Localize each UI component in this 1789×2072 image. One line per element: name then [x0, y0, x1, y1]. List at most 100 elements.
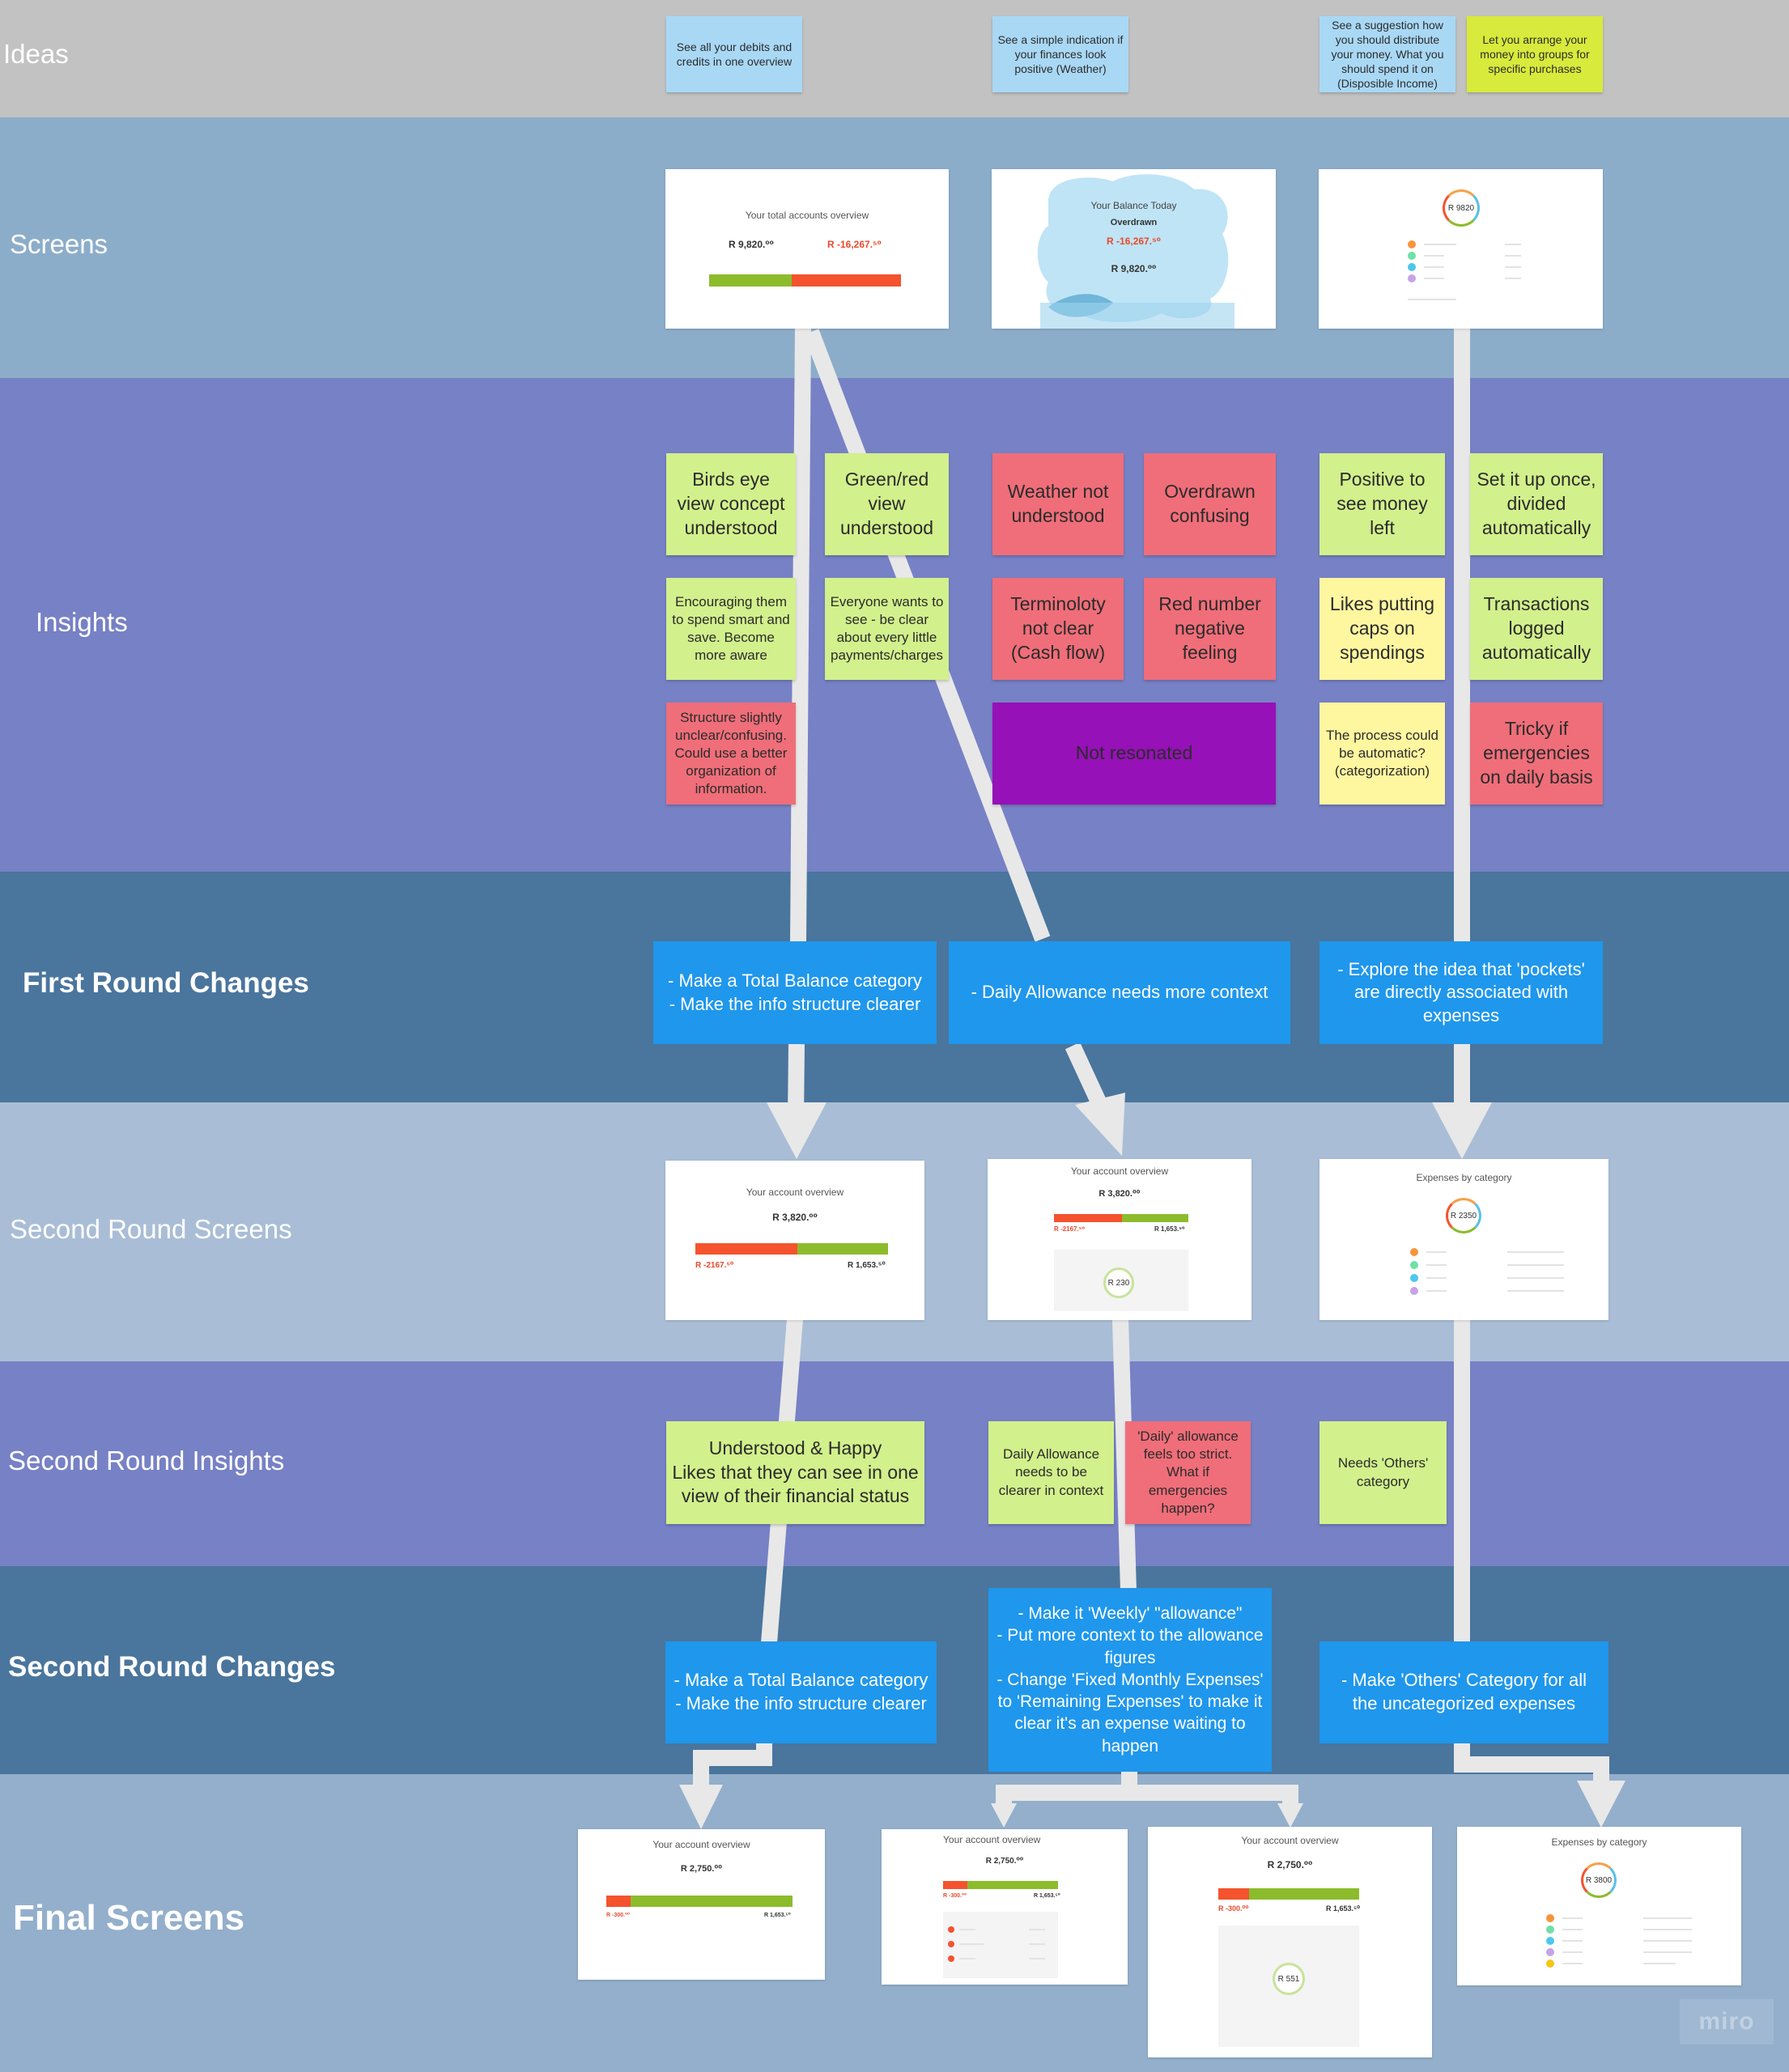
insight-process-automatic: The process could be automatic? (categor…	[1319, 703, 1445, 805]
expense-row	[948, 1955, 1053, 1964]
first-change-total-balance: - Make a Total Balance category - Make t…	[653, 941, 937, 1044]
screen-title: Your account overview	[746, 1187, 844, 1198]
category-row	[1546, 1959, 1741, 1968]
label-insights: Insights	[36, 607, 128, 637]
screen-bar-green	[631, 1896, 793, 1907]
category-row	[1408, 263, 1603, 271]
screen-amount-left: R 9,820.⁰⁰	[729, 239, 774, 250]
screen-title: Your Balance Today	[1090, 200, 1177, 211]
second-screen-account-overview: Your account overview R 3,820.⁰⁰ R -2167…	[665, 1161, 924, 1320]
screen-disposable-income: R 9820	[1319, 169, 1603, 329]
second-insight-too-strict: 'Daily' allowance feels too strict. What…	[1125, 1421, 1251, 1524]
category-row	[1546, 1948, 1741, 1956]
screen-bar-green	[967, 1881, 1058, 1889]
screen-footer-line	[1408, 299, 1456, 300]
screen-left-amount: R -300.⁰⁰	[606, 1913, 631, 1918]
insight-not-resonated: Not resonated	[992, 703, 1276, 805]
screen-amount: R 2,750.⁰⁰	[1267, 1859, 1313, 1870]
screen-bar-red	[1218, 1888, 1249, 1900]
screen-amount: R 3,820.⁰⁰	[772, 1212, 818, 1223]
allowance-ring: R 230	[1103, 1267, 1134, 1298]
second-insight-others-category: Needs 'Others' category	[1319, 1421, 1447, 1524]
insight-red-number: Red number negative feeling	[1144, 578, 1276, 680]
insight-caps-on-spendings: Likes putting caps on spendings	[1319, 578, 1445, 680]
insight-set-up-once: Set it up once, divided automatically	[1470, 453, 1603, 555]
screen-bar-red	[1054, 1214, 1122, 1222]
screen-status: Overdrawn	[1110, 218, 1158, 227]
miro-watermark: miro	[1680, 1999, 1774, 2044]
second-insight-daily-allowance: Daily Allowance needs to be clearer in c…	[988, 1421, 1114, 1524]
insight-overdrawn-confusing: Overdrawn confusing	[1144, 453, 1276, 555]
label-first-changes: First Round Changes	[23, 967, 309, 999]
first-change-pockets: - Explore the idea that 'pockets' are di…	[1319, 941, 1603, 1044]
screen-balance-today-weather: Your Balance Today Overdrawn R -16,267.⁵…	[992, 169, 1276, 329]
screen-title: Expenses by category	[1416, 1172, 1512, 1183]
weather-cloud-shape	[1037, 174, 1234, 329]
label-screens: Screens	[10, 229, 108, 259]
screen-right-amount: R 1,653.⁵⁰	[1154, 1225, 1185, 1233]
insight-green-red-view: Green/red view understood	[825, 453, 949, 555]
expense-row	[948, 1941, 1053, 1949]
screen-title: Your account overview	[652, 1839, 750, 1850]
screen-left-amount: R -2167.⁵⁰	[695, 1261, 734, 1270]
category-row	[1546, 1914, 1741, 1922]
screen-amount: R 9,820.⁰⁰	[1111, 263, 1157, 274]
screen-total-accounts-overview: Your total accounts overview R 9,820.⁰⁰ …	[665, 169, 949, 329]
screen-amount: R 2,750.⁰⁰	[680, 1864, 723, 1874]
allowance-ring: R 551	[1273, 1963, 1305, 1995]
insight-tricky-emergencies: Tricky if emergencies on daily basis	[1470, 703, 1603, 805]
label-ideas: Ideas	[3, 39, 69, 69]
label-second-screens: Second Round Screens	[10, 1214, 292, 1244]
idea-note-overview: See all your debits and credits in one o…	[666, 16, 802, 92]
screen-bar-green	[709, 274, 792, 287]
screen-bar-red	[943, 1881, 967, 1889]
final-screen-account-overview: Your account overview R 2,750.⁰⁰ R -300.…	[578, 1829, 825, 1980]
category-row	[1546, 1937, 1741, 1945]
screen-bar-green	[797, 1243, 888, 1255]
screen-ring: R 3800	[1581, 1862, 1617, 1898]
screen-amount: R 3,820.⁰⁰	[1098, 1189, 1141, 1199]
screen-title: Expenses by category	[1551, 1836, 1647, 1848]
second-change-weekly-allowance: - Make it 'Weekly' "allowance" - Put mor…	[988, 1588, 1272, 1772]
screen-amount: R 2,750.⁰⁰	[985, 1857, 1024, 1866]
insight-weather-not-understood: Weather not understood	[992, 453, 1124, 555]
final-screen-account-list: Your account overview R 2,750.⁰⁰ R -300.…	[882, 1829, 1128, 1985]
expense-list-panel	[943, 1912, 1058, 1978]
idea-note-weather: See a simple indication if your finances…	[992, 16, 1128, 92]
second-screen-account-allowance: Your account overview R 3,820.⁰⁰ R -2167…	[988, 1159, 1251, 1320]
expense-row	[948, 1926, 1053, 1934]
screen-bar-red	[695, 1243, 797, 1255]
screen-bar-red	[792, 274, 901, 287]
category-row	[1408, 240, 1603, 248]
screen-right-amount: R 1,653.⁵⁰	[764, 1913, 791, 1918]
label-final-screens: Final Screens	[13, 1898, 245, 1938]
screen-bar-green	[1122, 1214, 1188, 1222]
first-change-daily-allowance: - Daily Allowance needs more context	[949, 941, 1290, 1044]
second-change-others-category: - Make 'Others' Category for all the unc…	[1319, 1641, 1608, 1743]
category-row	[1410, 1287, 1608, 1295]
screen-amount-right: R -16,267.⁵⁰	[827, 239, 882, 250]
insight-transactions-logged: Transactions logged automatically	[1470, 578, 1603, 680]
screen-left-amount: R -300.⁰⁰	[1218, 1904, 1249, 1913]
insight-everyone-wants-to-see: Everyone wants to see - be clear about e…	[825, 578, 949, 680]
screen-right-amount: R 1,653.⁵⁰	[1326, 1904, 1361, 1913]
second-insight-understood-happy: Understood & Happy Likes that they can s…	[666, 1421, 924, 1524]
screen-left-amount: R -2167.⁵⁰	[1054, 1225, 1085, 1233]
insight-structure-unclear: Structure slightly unclear/confusing. Co…	[666, 703, 796, 805]
category-row	[1408, 252, 1603, 260]
category-row	[1408, 274, 1603, 282]
screen-ring: R 9820	[1443, 189, 1480, 227]
insight-positive-money-left: Positive to see money left	[1319, 453, 1445, 555]
category-row	[1410, 1274, 1608, 1282]
screen-title: Your account overview	[1070, 1166, 1169, 1177]
category-row	[1546, 1926, 1741, 1934]
screen-right-amount: R 1,653.⁵⁰	[848, 1261, 886, 1270]
idea-note-disposable-income: See a suggestion how you should distribu…	[1319, 16, 1455, 92]
screen-amount-red: R -16,267.⁵⁰	[1107, 236, 1161, 247]
screen-bar-red	[606, 1896, 631, 1907]
screen-left-amount: R -300.⁰⁰	[943, 1893, 967, 1899]
screen-title: Your account overview	[943, 1834, 1041, 1845]
category-row	[1410, 1261, 1608, 1269]
category-row	[1410, 1248, 1608, 1256]
final-screen-weekly-allowance: Your account overview R 2,750.⁰⁰ R -300.…	[1148, 1827, 1432, 2057]
